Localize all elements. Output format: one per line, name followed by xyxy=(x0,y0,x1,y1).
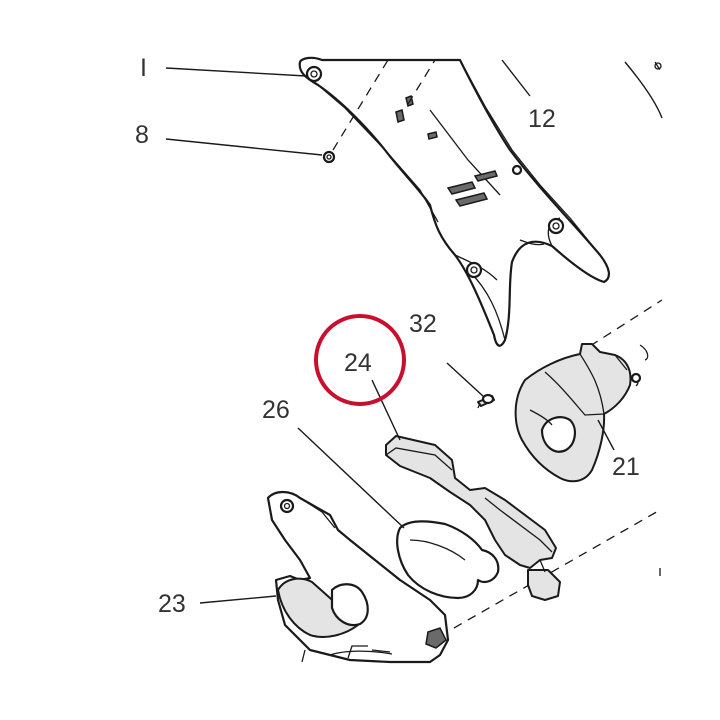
part-26-pad[interactable] xyxy=(396,520,500,600)
leader-24 xyxy=(371,379,401,441)
callout-24[interactable]: 24 xyxy=(344,349,372,377)
leader-26 xyxy=(297,427,405,529)
leader-lines xyxy=(165,59,615,604)
leader-32 xyxy=(446,362,485,398)
leader-12 xyxy=(501,59,531,97)
callout-8[interactable]: 8 xyxy=(135,121,149,149)
leader-21 xyxy=(597,419,615,451)
part-24-bracket[interactable] xyxy=(385,435,561,601)
adjacent-part-hole xyxy=(654,62,662,70)
callout-26[interactable]: 26 xyxy=(262,396,290,424)
part-21-side-cover[interactable] xyxy=(514,343,649,483)
callout-32[interactable]: 32 xyxy=(409,310,437,338)
part-32-screw[interactable] xyxy=(477,393,495,409)
adjacent-part-edge xyxy=(624,61,663,119)
part-12-frame-bracket[interactable] xyxy=(298,56,610,347)
part-23-lower-cover[interactable] xyxy=(266,490,450,664)
part-8-nut[interactable] xyxy=(322,150,336,164)
leader-8 xyxy=(165,138,323,156)
leader-1 xyxy=(165,67,307,77)
callout-12[interactable]: 12 xyxy=(528,105,556,133)
highlight-circle xyxy=(314,314,406,406)
callout-1[interactable]: I xyxy=(140,54,147,82)
callout-23[interactable]: 23 xyxy=(158,590,186,618)
callout-21[interactable]: 21 xyxy=(612,453,640,481)
leader-23 xyxy=(199,595,277,604)
